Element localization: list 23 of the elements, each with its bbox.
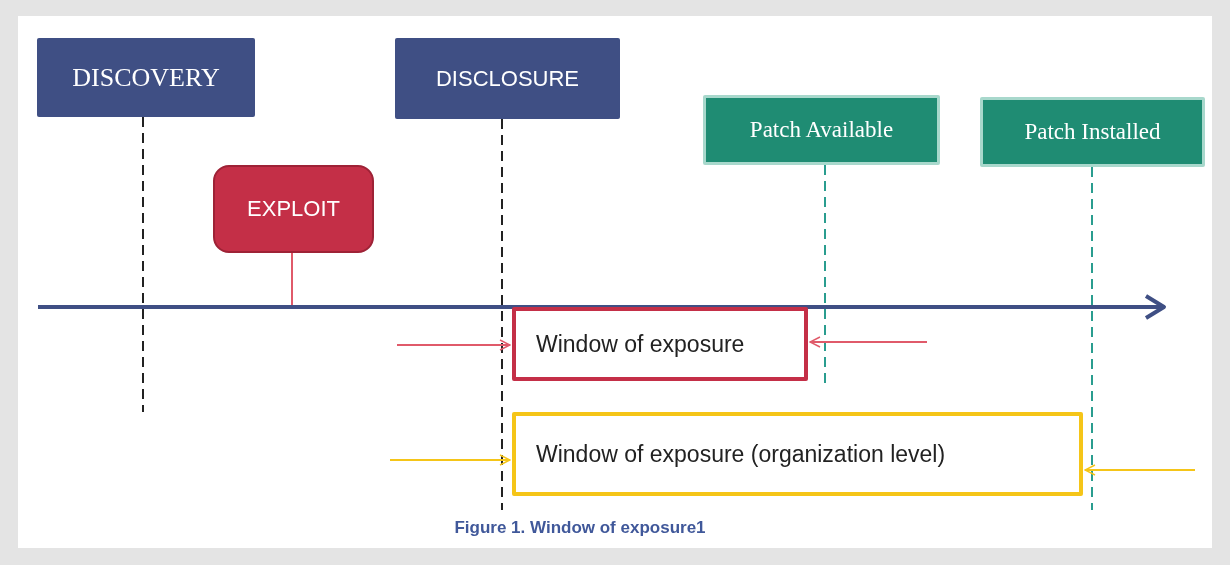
node-label: Patch Installed	[1024, 119, 1161, 145]
node-label: DISCOVERY	[72, 62, 220, 93]
figure-caption: Figure 1. Window of exposure1	[453, 518, 707, 538]
dashed-drop-line	[501, 118, 503, 511]
node-label: EXPLOIT	[247, 196, 340, 222]
exploit-box	[213, 165, 374, 253]
exposure-window-box	[512, 412, 1083, 496]
arrow	[1084, 464, 1196, 476]
patch-box	[703, 95, 940, 165]
node-label: Patch Available	[749, 117, 894, 143]
patch-box	[980, 97, 1205, 167]
node-label: Window of exposure	[536, 330, 745, 358]
event-box	[395, 38, 620, 119]
node-label: Window of exposure (organization level)	[536, 440, 946, 468]
event-box	[37, 38, 255, 117]
node-label: DISCLOSURE	[435, 65, 579, 92]
arrow	[389, 454, 511, 466]
arrow	[396, 339, 511, 351]
exposure-window-box	[512, 307, 808, 381]
connector-line	[291, 252, 293, 306]
dashed-drop-line	[142, 116, 144, 413]
arrow	[809, 336, 928, 348]
dashed-drop-line	[1091, 166, 1093, 511]
